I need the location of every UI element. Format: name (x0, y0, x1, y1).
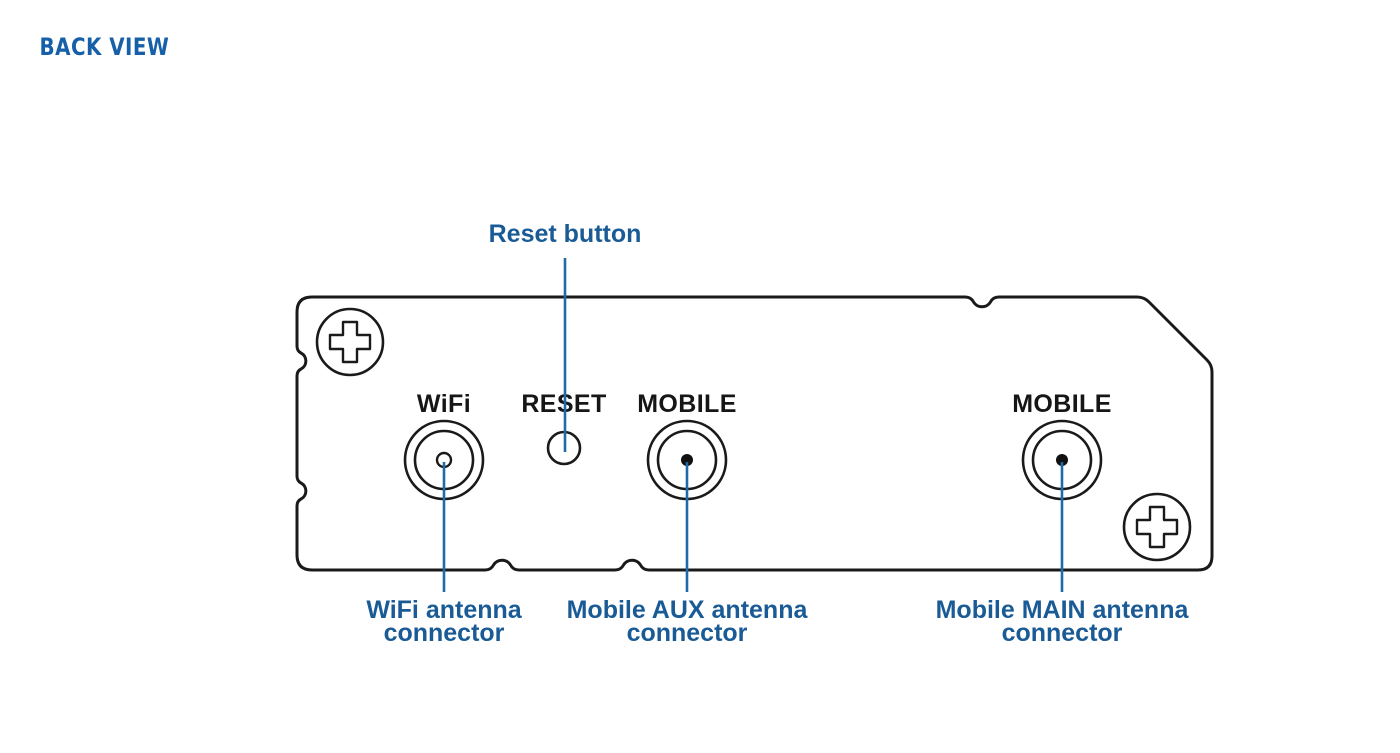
screw-bottom-right (1122, 492, 1192, 562)
callout-mobile-main-antenna-connector-line1: Mobile MAIN antenna (936, 596, 1190, 624)
mobile-aux-antenna-connector[interactable] (646, 419, 728, 501)
callout-mobile-aux-antenna-connector-line1: Mobile AUX antenna (567, 596, 809, 624)
silkscreen-label-mobile-aux: MOBILE (637, 390, 737, 418)
callout-mobile-main-antenna-connector: Mobile MAIN antenna connector (936, 596, 1190, 647)
silkscreen-label-wifi: WiFi (417, 390, 471, 418)
callout-wifi-antenna-connector: WiFi antenna connector (366, 596, 522, 647)
silkscreen-label-mobile-main: MOBILE (1012, 390, 1112, 418)
screw-top-left (315, 307, 385, 377)
phillips-cross-icon (328, 320, 372, 364)
callout-mobile-aux-antenna-connector-line2: connector (627, 619, 748, 647)
page-title: BACK VIEW (40, 34, 170, 61)
callout-wifi-antenna-connector-line2: connector (384, 619, 505, 647)
callout-reset-button: Reset button (489, 220, 642, 248)
phillips-cross-icon (1135, 505, 1179, 549)
callout-mobile-aux-antenna-connector: Mobile AUX antenna connector (567, 596, 809, 647)
callout-wifi-antenna-connector-line1: WiFi antenna (366, 596, 522, 624)
enclosure-outline (295, 295, 1214, 572)
callout-mobile-main-antenna-connector-line2: connector (1002, 619, 1123, 647)
